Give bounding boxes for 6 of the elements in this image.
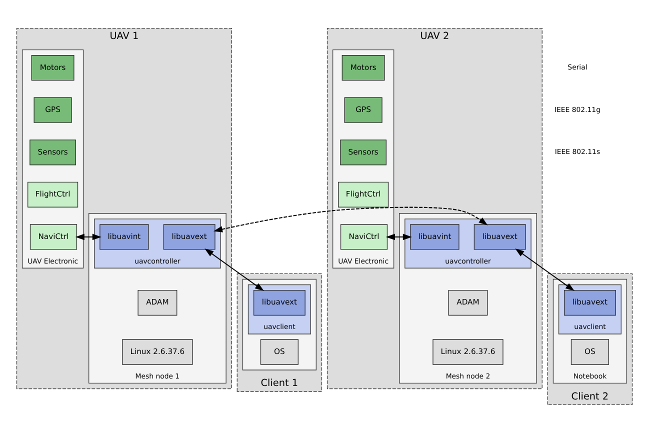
- arrow: [204, 248, 264, 291]
- arrow: [213, 206, 488, 232]
- arrow: [75, 233, 102, 240]
- arrow: [386, 233, 412, 240]
- arrow: [515, 248, 575, 291]
- cluster: [242, 278, 317, 370]
